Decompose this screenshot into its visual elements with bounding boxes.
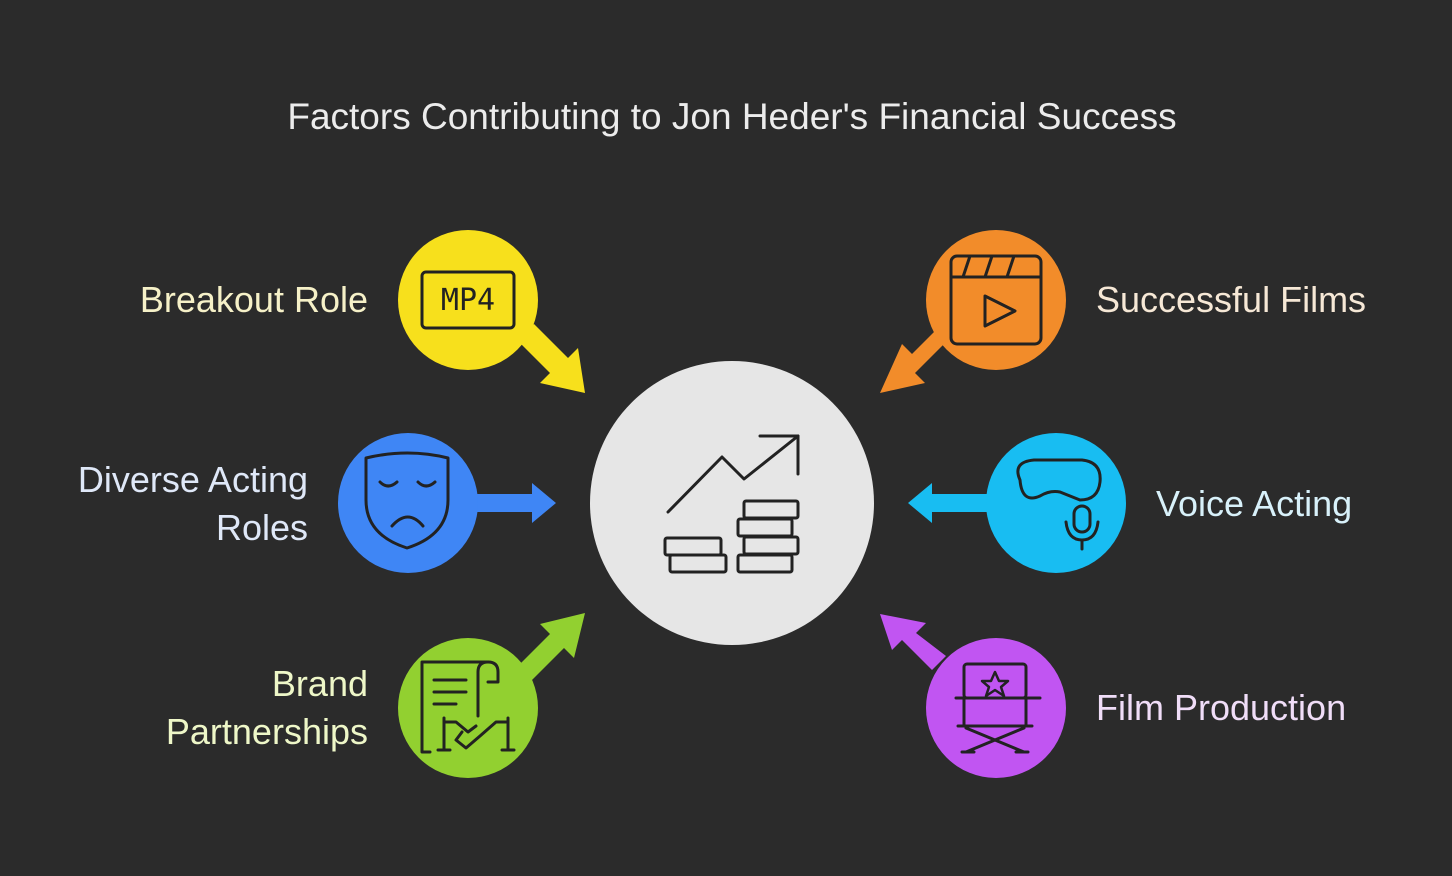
circle-diverse-acting-roles <box>338 433 478 573</box>
contract-handshake-icon <box>420 660 516 754</box>
rising-chart-with-coins-icon <box>663 434 800 574</box>
arrow-breakout-role <box>516 324 585 393</box>
headset-microphone-icon <box>1016 458 1102 551</box>
label-brand-partnerships-line-2: Partnerships <box>165 711 368 752</box>
factor-brand-partnerships <box>398 613 585 778</box>
factor-breakout-role: MP4 <box>398 230 585 393</box>
label-brand-partnerships-line-1: Brand <box>271 663 368 704</box>
circle-brand-partnerships <box>398 638 538 778</box>
label-successful-films: Successful Films <box>1096 279 1367 320</box>
mp4-text: MP4 <box>441 283 495 318</box>
factor-film-production <box>880 614 1066 778</box>
director-chair-star-icon <box>954 662 1042 754</box>
circle-film-production <box>926 638 1066 778</box>
factor-successful-films <box>880 230 1066 393</box>
label-diverse-acting-roles-line-1: Diverse Acting <box>77 459 308 500</box>
arrow-successful-films <box>880 325 955 393</box>
label-brand-partnerships: Brand Partnerships <box>60 660 368 756</box>
diagram-title: Factors Contributing to Jon Heder's Fina… <box>287 96 1177 137</box>
video-clapperboard-icon <box>949 254 1043 346</box>
circle-voice-acting <box>986 433 1126 573</box>
center-node <box>590 361 874 645</box>
arrow-voice-acting <box>908 483 994 523</box>
sad-theater-mask-icon <box>364 451 450 550</box>
arrow-brand-partnerships <box>516 613 585 682</box>
mp4-file-icon: MP4 <box>420 270 516 330</box>
label-film-production: Film Production <box>1096 687 1347 728</box>
center-circle <box>590 361 874 645</box>
label-diverse-acting-roles-line-2: Roles <box>215 507 308 548</box>
factor-voice-acting <box>908 433 1126 573</box>
label-voice-acting: Voice Acting <box>1156 483 1353 524</box>
factor-diverse-acting-roles <box>338 433 556 573</box>
label-diverse-acting-roles: Diverse Acting Roles <box>20 456 308 552</box>
arrow-film-production <box>880 614 946 670</box>
circle-breakout-role <box>398 230 538 370</box>
label-breakout-role: Breakout Role <box>139 279 368 320</box>
arrow-diverse-acting-roles <box>470 483 556 523</box>
